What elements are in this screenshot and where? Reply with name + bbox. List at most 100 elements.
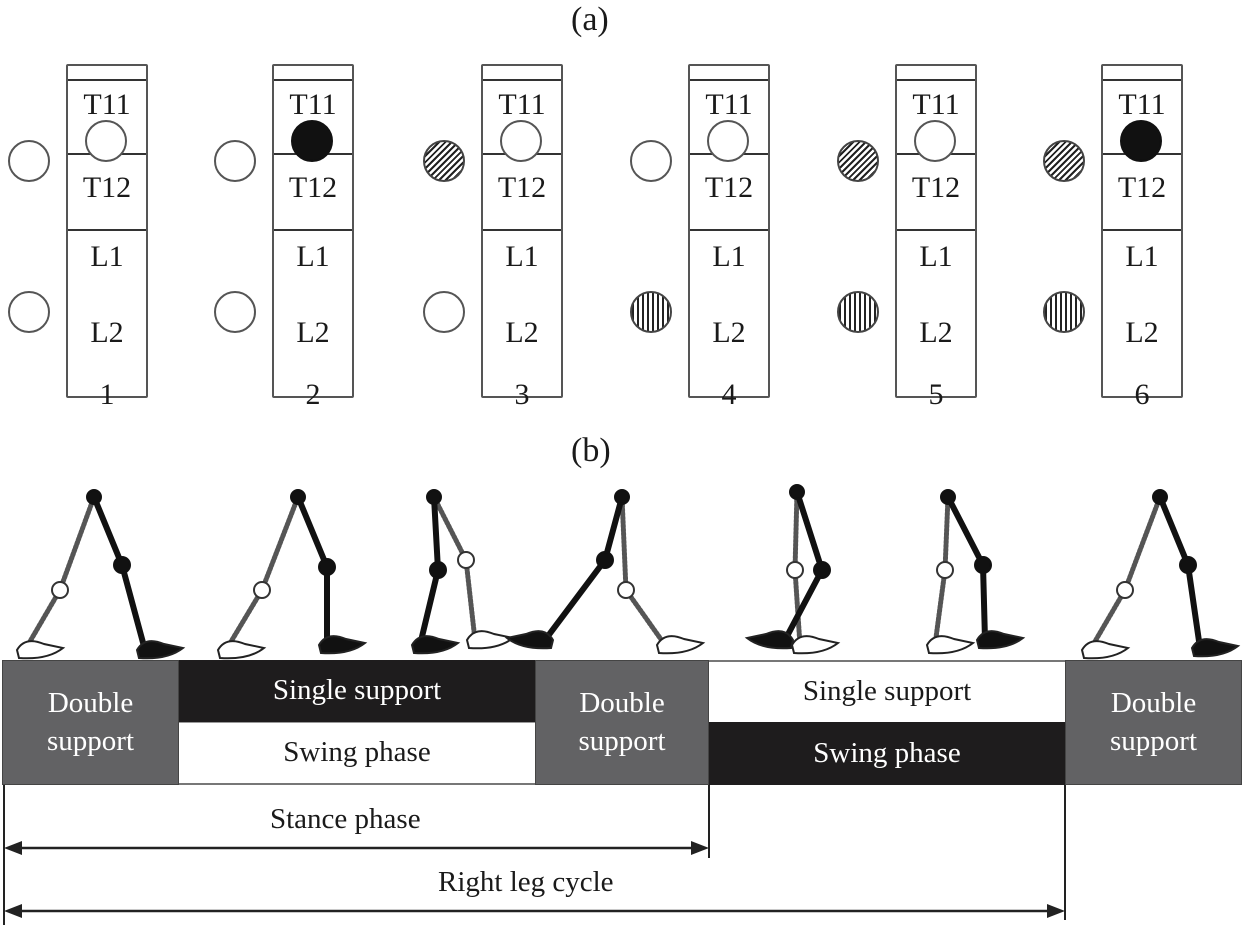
double-support-segment-2: Double support [535,660,709,785]
gait-figure-7-light-shank [1087,587,1128,653]
gait-figure-1-light-thigh [57,494,97,593]
gait-figure-2-dark-thigh [295,494,330,570]
gait-figure-5-light-foot-icon [790,635,841,655]
gait-figure-6-dark-knee-icon [974,556,992,574]
gait-figure-5-dark-knee-icon [813,561,831,579]
configuration-number: 1 [99,378,115,411]
double-support-label: Double support [47,686,134,757]
swing-phase-segment-2: Swing phase [709,722,1065,785]
vertebra-divider [483,229,561,231]
single-support-segment-2: Single support [709,660,1065,722]
vertebra-label-t12: T12 [288,171,338,204]
gait-figure-3-light-shank [463,557,478,643]
vertebra-divider [68,79,146,81]
single-support-label: Single support [802,675,972,708]
vertebra-label-l2: L2 [296,316,330,349]
gait-figure-3-light-foot-icon [465,630,516,650]
left-upper-electrode-diagonal-hatched-icon [423,140,465,182]
gait-figure-7-dark-shank [1185,562,1203,651]
swing-phase-segment-1: Swing phase [179,722,535,785]
stance-phase-label: Stance phase [270,803,421,835]
gait-figure-3-dark-thigh [431,494,441,573]
gait-figure-4-dark-knee-icon [596,551,614,569]
gait-figure-6-dark-foot-icon [975,630,1026,650]
vertebra-label-l2: L2 [712,316,746,349]
gait-figure-7-dark-foot-icon [1190,638,1241,658]
gait-figure-1-light-foot-icon [15,640,66,660]
vertebra-label-l2: L2 [919,316,953,349]
vertebra-label-t11: T11 [912,88,960,121]
left-lower-electrode-open-icon [214,291,256,333]
gait-figure-3-hip-joint-icon [426,489,442,505]
double-support-label: Double support [1110,686,1197,757]
vertebra-label-t12: T12 [704,171,754,204]
configuration-number: 2 [305,378,321,411]
gait-figure-3-dark-knee-icon [429,561,447,579]
vertebra-divider [690,229,768,231]
vertebra-label-l2: L2 [505,316,539,349]
configuration-number: 6 [1134,378,1150,411]
vertebra-divider [897,79,975,81]
gait-figure-4-light-foot-icon [655,635,706,655]
vertebra-label-l1: L1 [712,240,746,273]
vertebra-divider [274,79,352,81]
vertebra-label-l1: L1 [919,240,953,273]
gait-figure-4-dark-thigh [602,494,625,563]
panel-a-label: (a) [571,1,609,38]
gait-figure-5-light-thigh [792,489,800,573]
vertebra-label-l1: L1 [1125,240,1159,273]
gait-figure-5-dark-foot-icon [744,630,795,650]
gait-figure-1-dark-knee-icon [113,556,131,574]
swing-phase-label: Swing phase [813,736,961,769]
gait-figure-3-light-knee-icon [457,551,475,569]
gait-figure-6-light-foot-icon [925,635,976,655]
left-upper-electrode-diagonal-hatched-icon [1043,140,1085,182]
vertebra-label-t11: T11 [1118,88,1166,121]
vertebra-label-t12: T12 [497,171,547,204]
gait-figure-5-light-knee-icon [786,561,804,579]
gait-figure-5-hip-joint-icon [789,484,805,500]
gait-figure-4-light-knee-icon [617,581,635,599]
gait-figure-2-dark-foot-icon [317,635,368,655]
gait-figure-1-light-knee-icon [51,581,69,599]
gait-figure-7-hip-joint-icon [1152,489,1168,505]
left-lower-electrode-vertical-hatched-icon [630,291,672,333]
left-lower-electrode-open-icon [423,291,465,333]
gait-figure-5-light-shank [792,567,803,648]
left-lower-electrode-open-icon [8,291,50,333]
double-support-label: Double support [578,686,666,757]
gait-figure-2-hip-joint-icon [290,489,306,505]
gait-figure-1-dark-shank [119,562,148,653]
gait-figure-7-light-foot-icon [1080,640,1131,660]
center-electrode-filled-icon [1120,120,1162,162]
single-support-label: Single support [272,674,442,707]
gait-figure-3-light-thigh [431,494,469,563]
gait-figure-4-light-thigh [619,494,629,593]
gait-figure-2-light-thigh [259,494,301,593]
gait-figure-2-light-shank [223,587,265,653]
right-leg-cycle-label: Right leg cycle [438,866,614,898]
vertebra-label-t12: T12 [1117,171,1167,204]
gait-figure-4-dark-shank [542,557,608,643]
vertebra-label-l1: L1 [90,240,124,273]
vertebra-label-t11: T11 [705,88,753,121]
center-electrode-open-icon [500,120,542,162]
gait-figure-1-light-shank [22,587,63,653]
configuration-number: 4 [721,378,737,411]
gait-figure-6-light-thigh [942,494,951,573]
gait-figure-1-hip-joint-icon [86,489,102,505]
gait-figure-6-light-knee-icon [936,561,954,579]
center-electrode-filled-icon [291,120,333,162]
vertebra-label-t11: T11 [83,88,131,121]
left-upper-electrode-open-icon [8,140,50,182]
configuration-number: 3 [514,378,530,411]
vertebra-label-t11: T11 [289,88,337,121]
gait-figure-4-dark-foot-icon [504,630,555,650]
configuration-number: 5 [928,378,944,411]
gait-figure-1-dark-thigh [91,494,125,568]
vertebra-label-l1: L1 [296,240,330,273]
double-support-segment-3: Double support [1065,660,1242,785]
